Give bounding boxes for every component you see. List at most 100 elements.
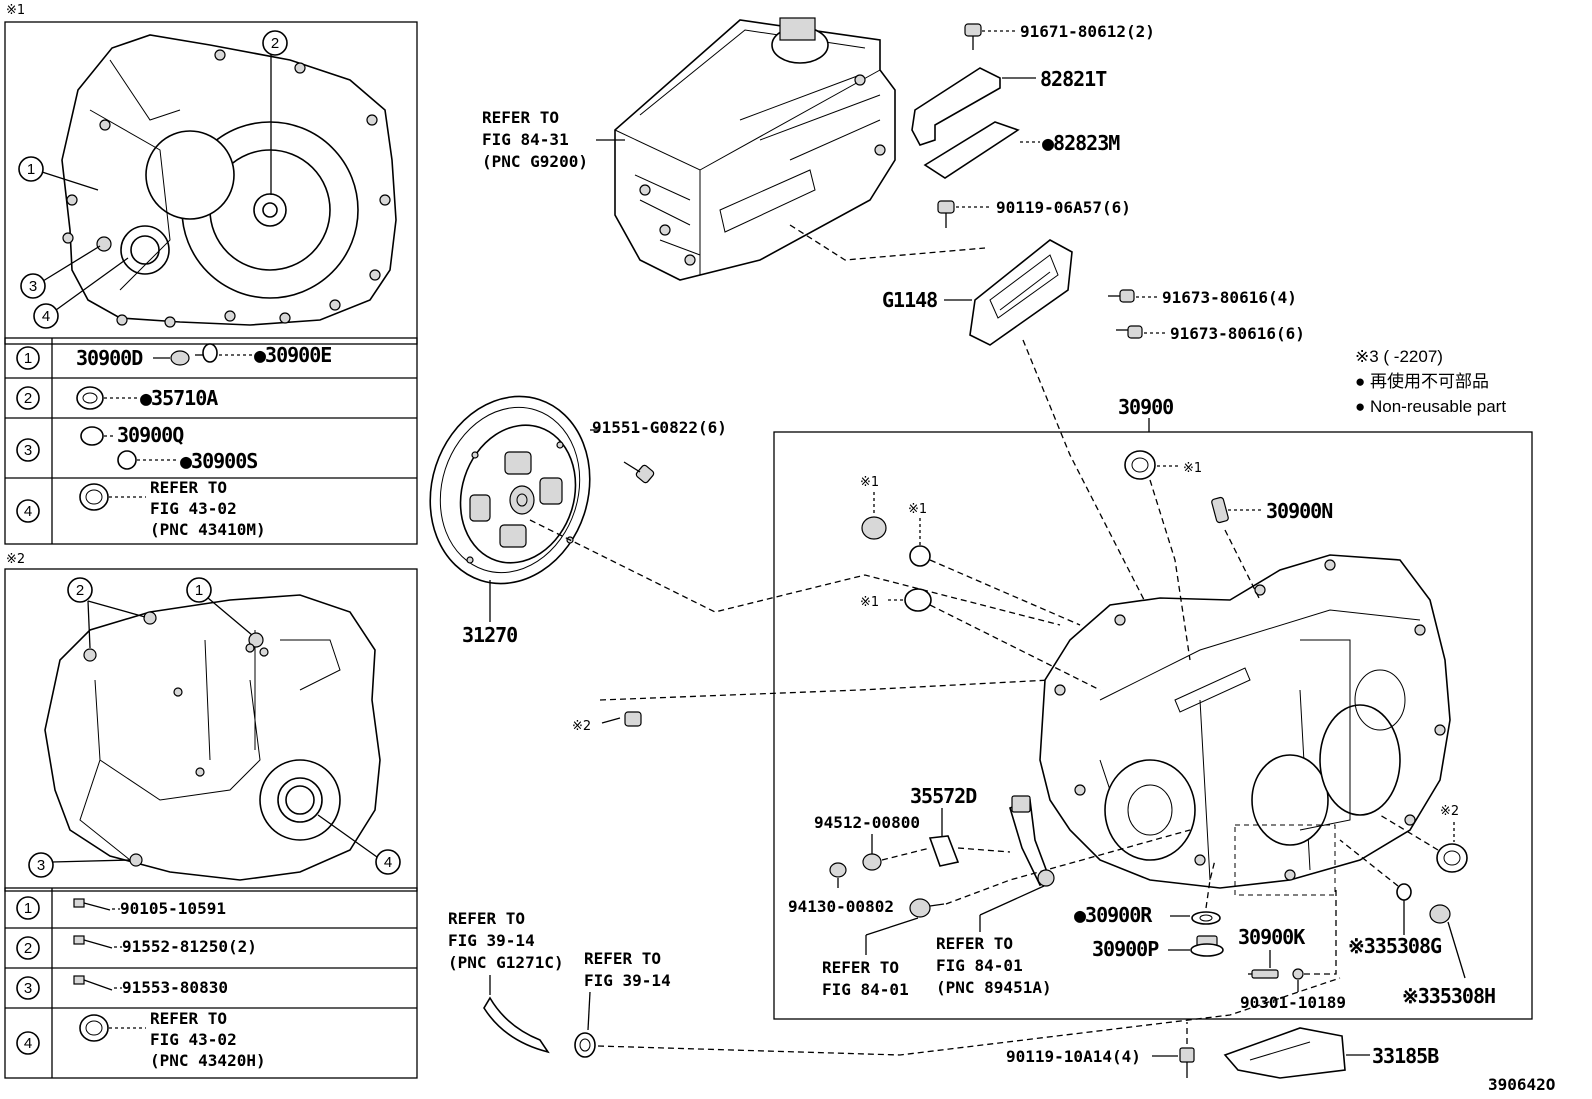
hose-ref-3914a: REFER TO FIG 39-14 (PNC G1271C) — [448, 909, 564, 1054]
bolt-90119-06A57: 90119-06A57(6) — [937, 198, 1131, 228]
pn-30900P: 30900P — [1092, 937, 1159, 961]
panel-1-pn-30900D: 30900D — [76, 346, 143, 370]
panel-1-pn-35710A: ●35710A — [140, 386, 218, 410]
main-assembly-frame — [773, 431, 1533, 1020]
refer-inverter-line-3: (PNC G9200) — [482, 152, 588, 171]
panel-1-row-4-index: 4 — [24, 503, 32, 520]
panel-1-row-1-index: 1 — [24, 350, 32, 367]
sensor-30900N: 30900N — [1211, 496, 1333, 601]
mark-x2-right: ※2 — [1440, 804, 1459, 819]
pn-30900K: 30900K — [1238, 925, 1305, 949]
panel-1-table: 1 30900D ●30900E 2 ●35710A 3 30900Q ●309… — [4, 337, 418, 545]
bolt-90119-10A14: 90119-10A14(4) — [1006, 1022, 1195, 1078]
panel-1-refer-line-3: (PNC 43410M) — [150, 520, 266, 539]
oil-seal-icon — [79, 1014, 109, 1042]
gasket-icon — [202, 343, 218, 363]
bolt-icon — [73, 898, 111, 911]
bolt-91673-4: 91673-80616(4) — [1108, 288, 1297, 307]
pn-35308G: ※335308G — [1348, 934, 1442, 958]
panel-2: ※2 2 1 — [4, 552, 418, 1079]
callout-1 — [186, 577, 212, 603]
damper-disc-31270: 31270 — [429, 395, 591, 647]
mark-x2-left: ※2 — [572, 719, 591, 734]
pn-82823M: ●82823M — [1042, 131, 1120, 155]
panel-2-row-1-index: 1 — [24, 900, 32, 917]
panel-2-pn-90105-10591: 90105-10591 — [120, 899, 226, 918]
mark-x1-plug: ※1 — [860, 475, 879, 490]
callout-2-label: 2 — [76, 582, 84, 599]
panel-1-row-3-index: 3 — [24, 442, 32, 459]
legend: ※3 ( -2207) ● 再使用不可部品 ● Non-reusable par… — [1355, 347, 1506, 416]
panel-2-frame — [4, 568, 418, 892]
panel-2-row-2-index: 2 — [24, 940, 32, 957]
callout-1 — [18, 156, 44, 182]
mark-x1-seal: ※1 — [860, 595, 879, 610]
panel-2-pn-91552-81250: 91552-81250(2) — [122, 937, 257, 956]
sensor-35572D: 35572D — [910, 784, 1052, 887]
pn-82821T: 82821T — [1040, 67, 1107, 91]
legend-non-reusable-en: ● Non-reusable part — [1355, 397, 1506, 416]
panel-1-pn-30900E: ●30900E — [254, 343, 331, 367]
gasket-82823M: ●82823M — [923, 121, 1121, 179]
bolt-ref-8401a: REFER TO FIG 84-01 — [822, 829, 1191, 999]
legend-non-reusable-jp: ● 再使用不可部品 — [1355, 371, 1489, 391]
pn-91673-80616-4: 91673-80616(4) — [1162, 288, 1297, 307]
panel-2-refer-line-2: FIG 43-02 — [150, 1030, 237, 1049]
inverter-assembly — [614, 17, 896, 281]
clamp-ref-3914b: REFER TO FIG 39-14 — [574, 949, 1341, 1058]
transaxle-assembly — [1039, 554, 1451, 896]
pn-35308H: ※335308H — [1402, 984, 1495, 1008]
refer-3914b-line-2: FIG 39-14 — [584, 971, 671, 990]
washer-94512: 94512-00800 — [814, 813, 931, 871]
bolt-91673-6: 91673-80616(6) — [1116, 324, 1305, 343]
callout-3-label: 3 — [37, 857, 45, 874]
callout-1-label: 1 — [27, 161, 35, 178]
pn-94130-00802: 94130-00802 — [788, 897, 894, 916]
callout-3 — [28, 852, 54, 878]
bolt-icon — [73, 975, 113, 991]
plug-icon — [80, 426, 104, 446]
nut-94130: 94130-00802 — [788, 862, 894, 916]
panel-2-marker: ※2 — [6, 552, 25, 567]
refer-8401b-line-2: FIG 84-01 — [936, 956, 1023, 975]
refer-inverter-line-2: FIG 84-31 — [482, 130, 569, 149]
pn-G1148: G1148 — [882, 288, 937, 312]
pn-31270: 31270 — [462, 623, 517, 647]
panel-2-refer-line-1: REFER TO — [150, 1009, 227, 1028]
panel-1-callouts: 2 1 3 4 — [18, 30, 288, 329]
legend-note-3: ※3 ( -2207) — [1355, 347, 1443, 366]
panel-1-marker: ※1 — [6, 3, 25, 18]
refer-8401a-line-1: REFER TO — [822, 958, 899, 977]
plug-x1: ※1 — [860, 475, 887, 540]
callout-2 — [67, 577, 93, 603]
callout-4 — [33, 303, 59, 329]
refer-3914a-line-1: REFER TO — [448, 909, 525, 928]
pn-90119-06A57: 90119-06A57(6) — [996, 198, 1131, 217]
panel-1-refer-line-1: REFER TO — [150, 478, 227, 497]
panel-1: ※1 — [4, 3, 418, 545]
callout-3 — [20, 273, 46, 299]
pn-30900R: ●30900R — [1074, 903, 1153, 927]
refer-inverter: REFER TO FIG 84-31 (PNC G9200) — [482, 108, 625, 171]
callout-4-label: 4 — [384, 854, 392, 871]
pn-35572D: 35572D — [910, 784, 977, 808]
callout-4-label: 4 — [42, 308, 50, 325]
panel-2-case-drawing — [44, 594, 381, 881]
oil-seal-x1: ※1 — [860, 588, 1101, 691]
bracket-33185B: 33185B — [1223, 1027, 1440, 1079]
callout-4 — [375, 849, 401, 875]
figure-code: 390642O — [1488, 1075, 1555, 1094]
panel-2-pn-91553-80830: 91553-80830 — [122, 978, 228, 997]
bolt-91551: 91551-G0822(6) — [590, 418, 727, 484]
oil-seal-icon — [76, 386, 104, 410]
bolt-x2-left: ※2 — [572, 679, 1051, 734]
refer-8401b-line-1: REFER TO — [936, 934, 1013, 953]
callout-3-label: 3 — [29, 278, 37, 295]
panel-1-refer-line-2: FIG 43-02 — [150, 499, 237, 518]
pn-94512-00800: 94512-00800 — [814, 813, 920, 832]
pn-91551-G0822: 91551-G0822(6) — [592, 418, 727, 437]
ref-8401b: REFER TO FIG 84-01 (PNC 89451A) — [936, 869, 1055, 997]
panel-2-row-4-index: 4 — [24, 1035, 32, 1052]
oring-35308G: ※335308G — [1339, 839, 1443, 958]
